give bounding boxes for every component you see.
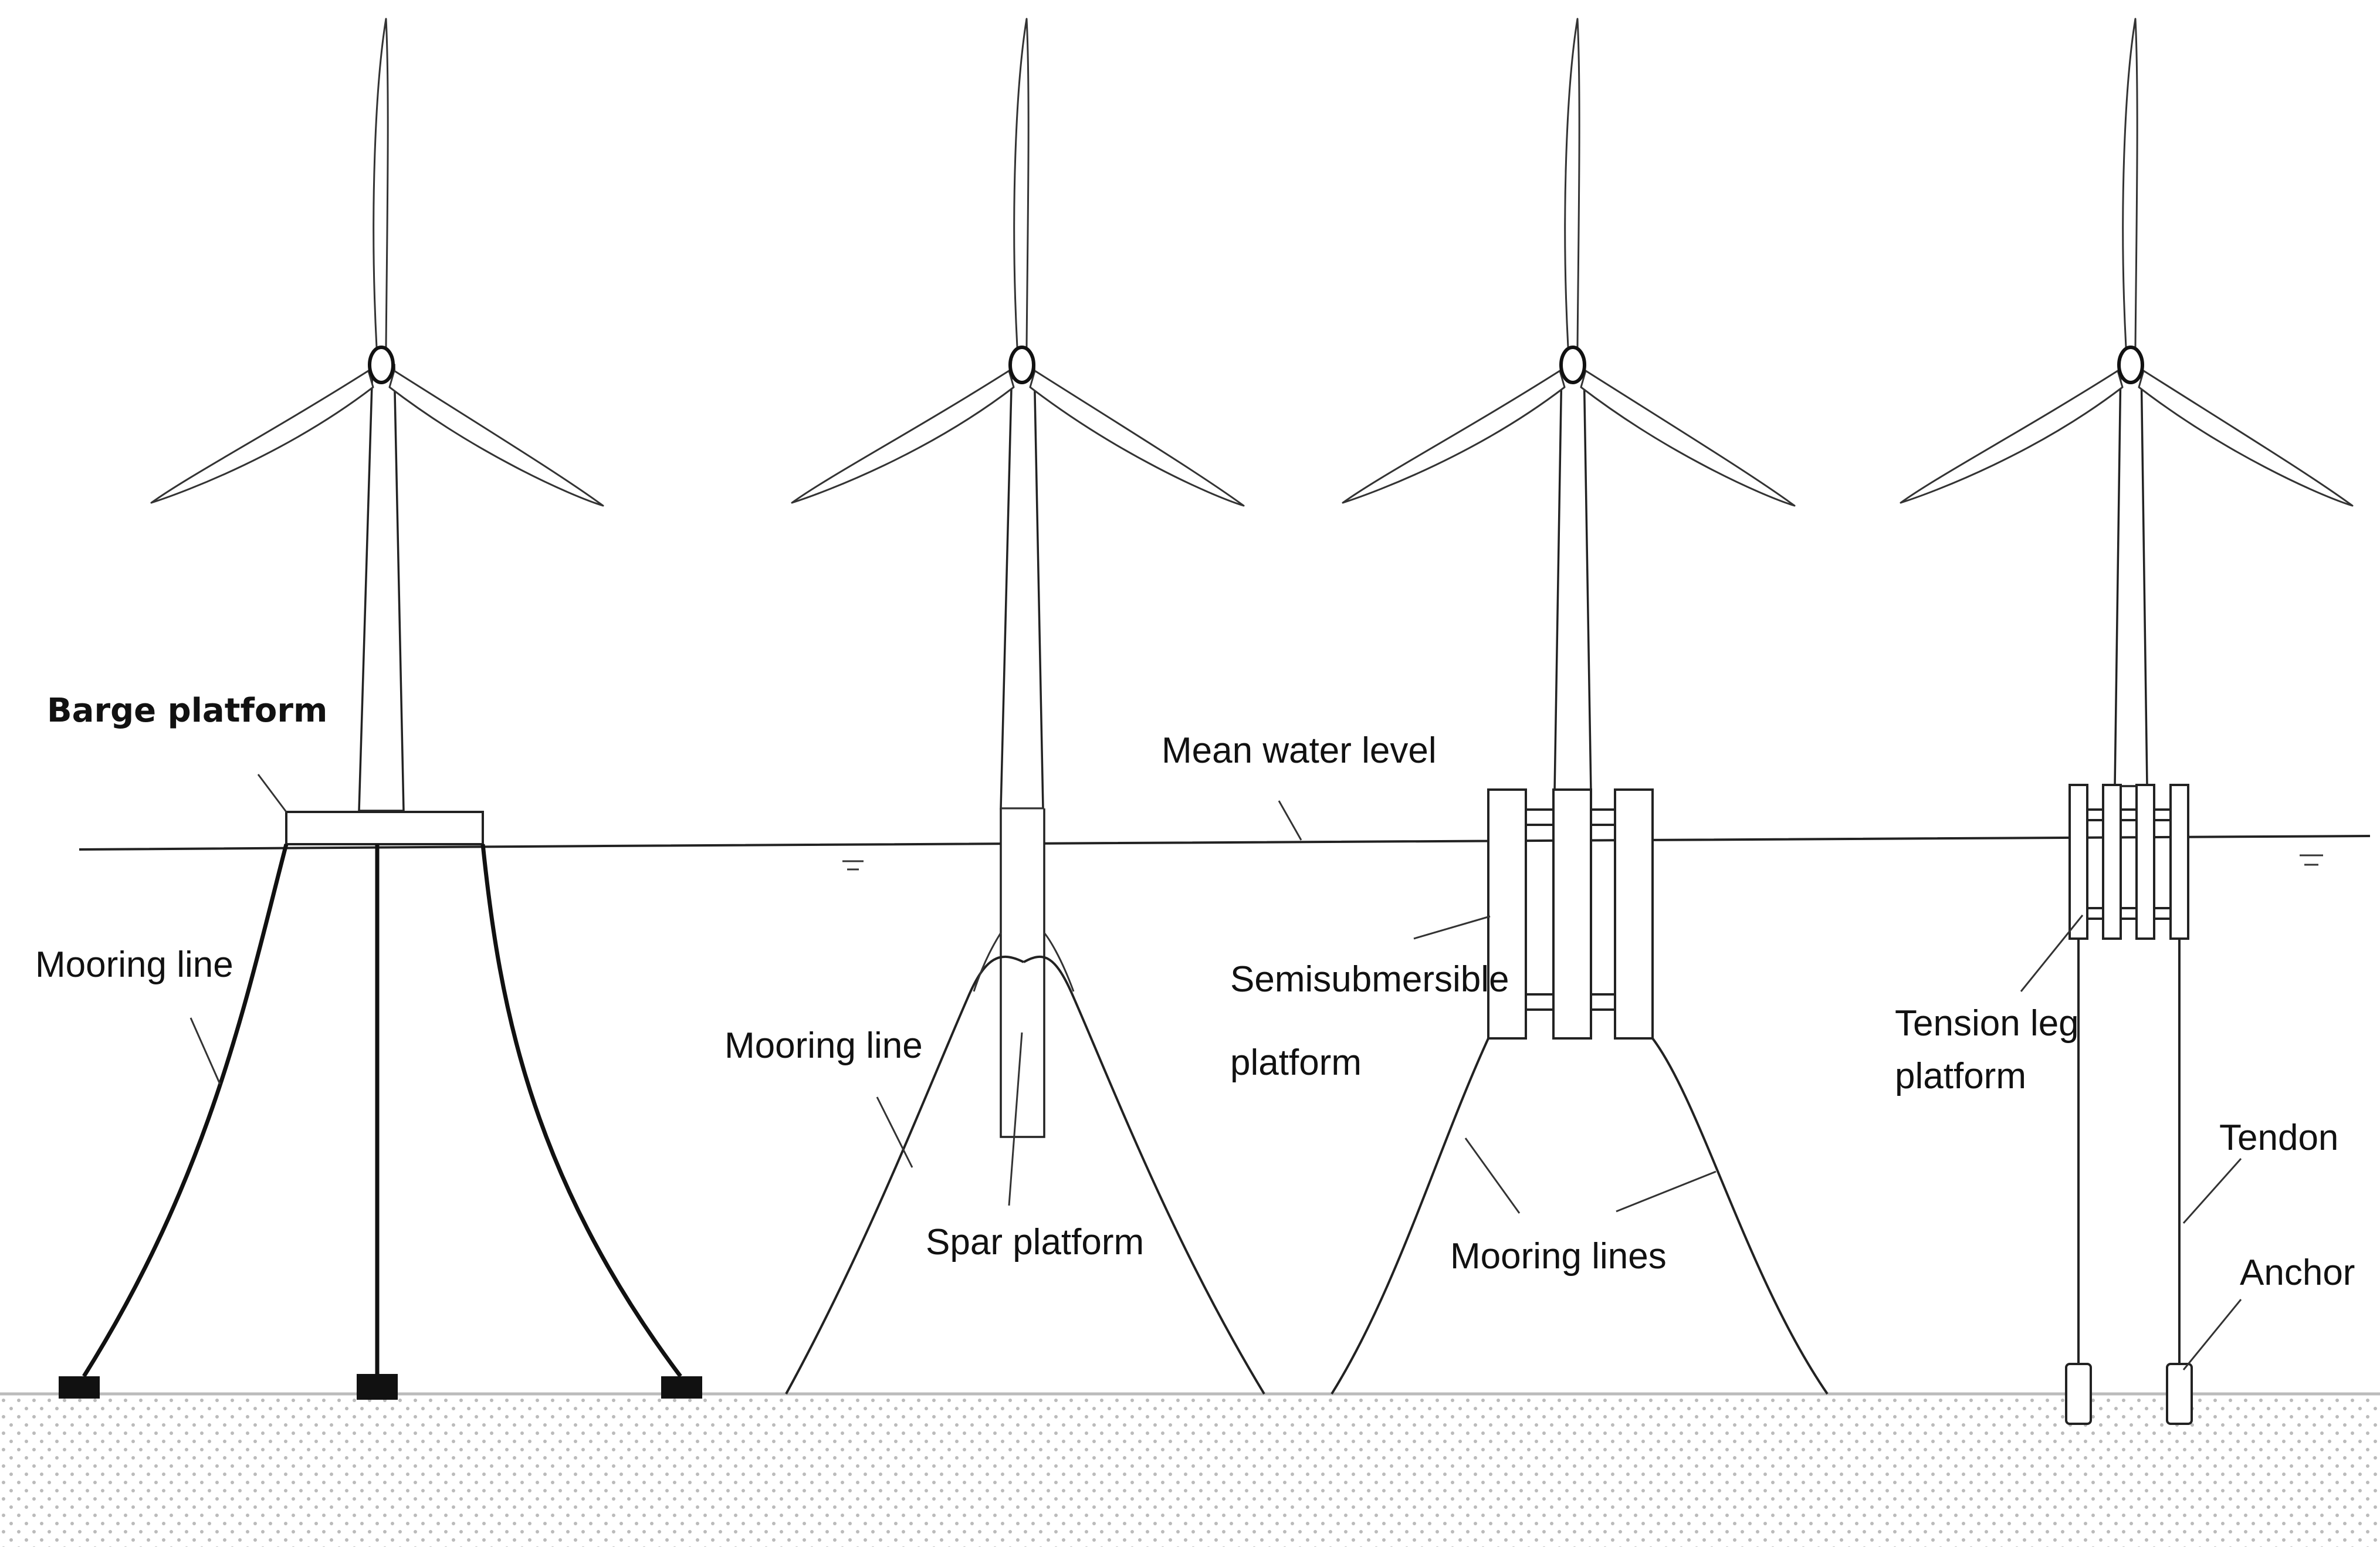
spar-mooring-left (785, 955, 1024, 1394)
anchor-block-icon (357, 1374, 398, 1400)
wind-turbine-icon (1901, 19, 2352, 787)
seabed (0, 1392, 2380, 1547)
tendon-label: Tendon (2219, 1118, 2338, 1158)
semisubmersible-label-line2: platform (1230, 1042, 1362, 1083)
spar-platform-label: Spar platform (926, 1222, 1144, 1262)
barge-mooring-left (82, 844, 289, 1377)
semisubmersible-mooring-right (1651, 1037, 1829, 1395)
anchor-block-icon (59, 1376, 100, 1399)
spar-mooring-right (1023, 956, 1265, 1395)
spar-platform-body (1000, 808, 1045, 1138)
water-surface (79, 835, 2371, 851)
barge-turbine (59, 19, 702, 1400)
semisubmersible-platform-body (1487, 788, 1654, 1040)
wind-turbine-icon (1343, 19, 1795, 793)
anchor-block-icon (2065, 1363, 2092, 1425)
anchor-block-icon (2166, 1363, 2193, 1425)
mooring-lines-label: Mooring lines (1450, 1236, 1667, 1277)
tension-leg-label-line2: platform (1895, 1056, 2026, 1096)
spar-turbine (785, 19, 1265, 1395)
tension-leg-turbine (1901, 19, 2352, 1425)
water-level-symbol-icon (842, 860, 864, 871)
water-level-symbol-icon (2300, 854, 2323, 866)
barge-platform-label: Barge platform (47, 692, 327, 730)
tension-leg-platform-body (2068, 784, 2189, 940)
wind-turbine-icon (792, 19, 1244, 810)
mean-water-level-label: Mean water level (1162, 730, 1437, 771)
anchor-block-icon (661, 1376, 702, 1399)
mooring-line-label-barge: Mooring line (35, 945, 233, 985)
mooring-line-label-spar: Mooring line (725, 1025, 923, 1066)
tension-leg-label-line1: Tension leg (1895, 1003, 2079, 1044)
barge-platform-body (285, 811, 484, 845)
semisubmersible-mooring-left (1331, 1038, 1489, 1395)
semisubmersible-label-line1: Semisubmersible (1230, 959, 1509, 1000)
anchor-label: Anchor (2240, 1253, 2355, 1293)
semisubmersible-turbine (1331, 19, 1829, 1395)
leader-lines (189, 774, 2242, 1370)
barge-mooring-right (480, 844, 682, 1378)
